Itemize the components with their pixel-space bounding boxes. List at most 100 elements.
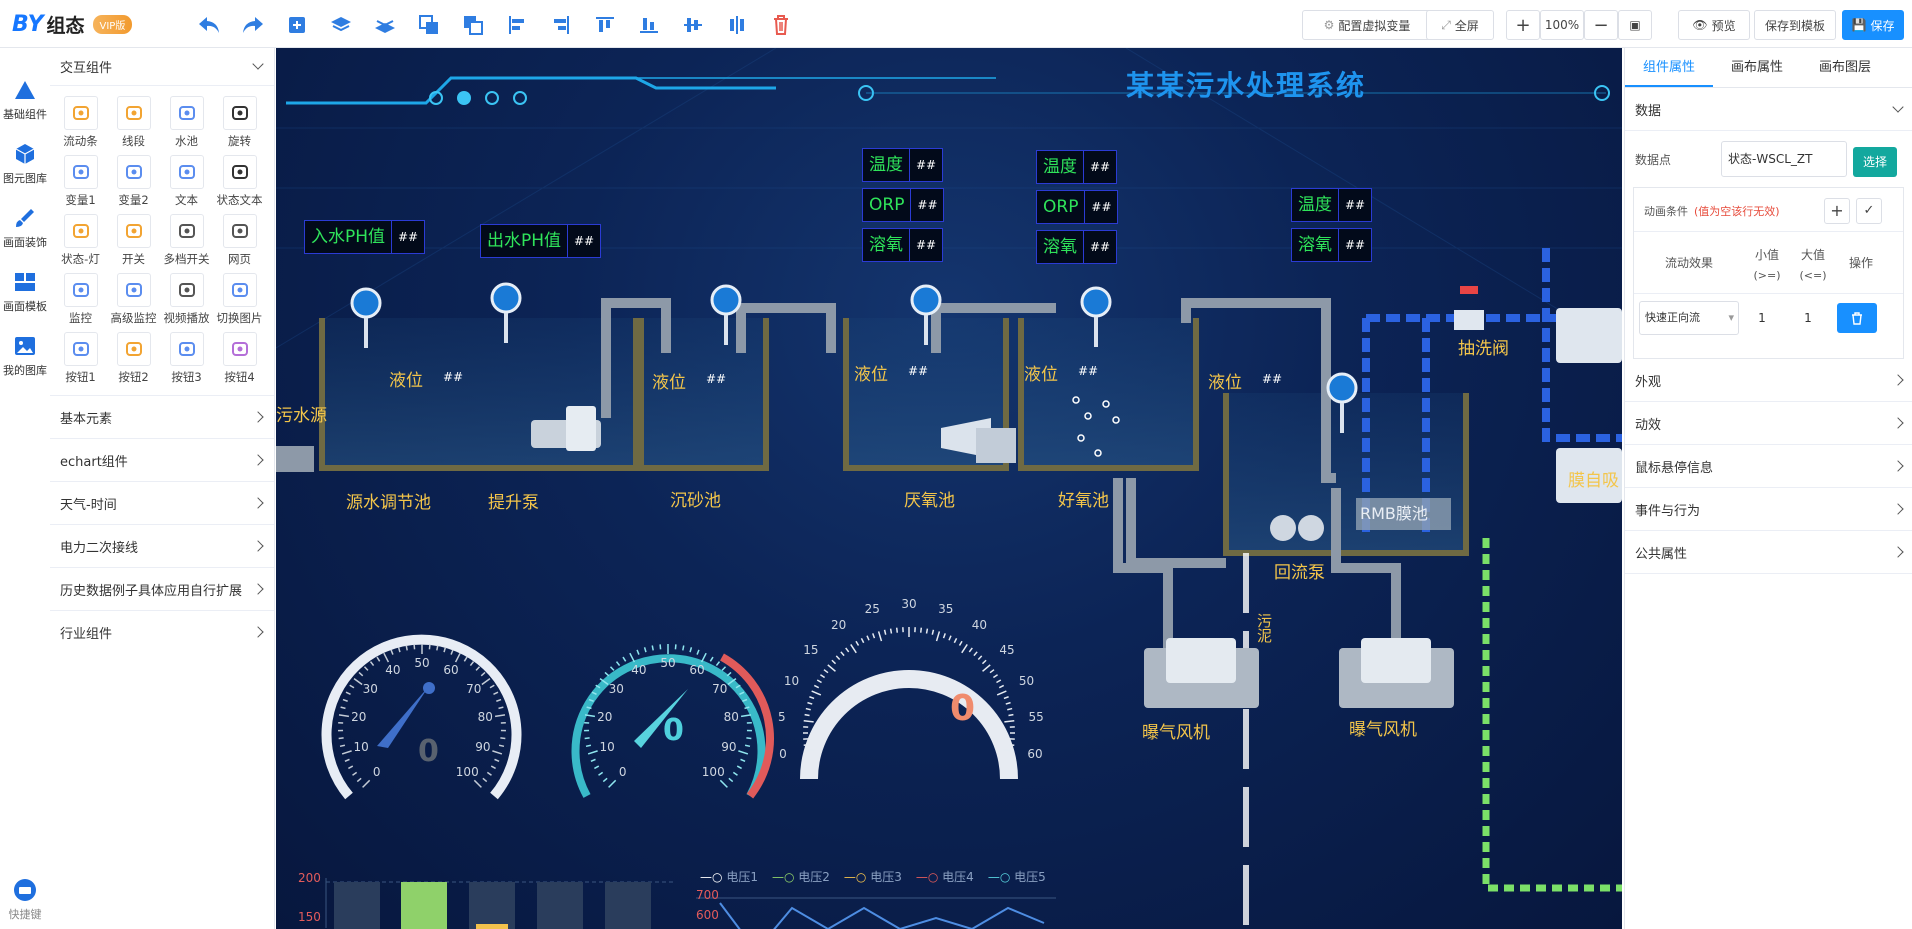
component-icon [169, 214, 204, 248]
component-item[interactable]: 切换图片 [213, 273, 266, 326]
legend-marker: —○ [843, 870, 867, 884]
component-item[interactable]: 状态文本 [213, 155, 266, 208]
bubbles [1072, 396, 1120, 457]
component-section[interactable]: echart组件 [50, 438, 274, 481]
undo-icon[interactable] [196, 12, 222, 38]
component-item[interactable]: 文本 [160, 155, 213, 208]
interactive-components-header[interactable]: 交互组件 [50, 48, 274, 86]
zoom-out-button[interactable]: − [1584, 10, 1618, 40]
align-left-icon[interactable] [504, 12, 530, 38]
component-section[interactable]: 行业组件 [50, 610, 274, 653]
component-item[interactable]: 按钮1 [54, 332, 107, 385]
sidenav-element-library[interactable]: 图元图库 [0, 142, 50, 202]
select-button[interactable]: 选择 [1853, 147, 1897, 177]
max-value-input[interactable]: 1 [1804, 311, 1812, 325]
gauge-tick [353, 678, 363, 686]
send-back-icon[interactable] [460, 12, 486, 38]
component-section[interactable]: 电力二次接线 [50, 524, 274, 567]
gauge-tick [586, 706, 592, 710]
min-value-input[interactable]: 1 [1758, 311, 1766, 325]
component-item[interactable]: 状态-灯 [54, 214, 107, 267]
delete-row-button[interactable] [1837, 303, 1877, 333]
config-virtual-var-button[interactable]: ⚙配置虚拟变量 [1302, 10, 1432, 40]
bring-front-icon[interactable] [416, 12, 442, 38]
preview-button[interactable]: 👁预览 [1678, 10, 1750, 40]
component-item[interactable]: 旋转 [213, 96, 266, 149]
property-section[interactable]: 公共属性 [1625, 531, 1912, 574]
sidenav-my-library[interactable]: 我的图库 [0, 334, 50, 394]
component-section[interactable]: 基本元素 [50, 395, 274, 438]
fit-screen-button[interactable]: ▣ [1618, 10, 1652, 40]
save-button[interactable]: 💾保存 [1842, 10, 1904, 40]
component-item[interactable]: 按钮2 [107, 332, 160, 385]
gauge-tick [338, 737, 344, 740]
align-vcenter-icon[interactable] [680, 12, 706, 38]
property-section[interactable]: 动效 [1625, 402, 1912, 445]
sidenav-templates[interactable]: 画面模板 [0, 270, 50, 330]
gauge-tick [352, 771, 358, 776]
component-item[interactable]: 线段 [107, 96, 160, 149]
property-section[interactable]: 鼠标悬停信息 [1625, 445, 1912, 488]
tab-component-props[interactable]: 组件属性 [1625, 48, 1713, 87]
gauge-tick-label: 90 [721, 739, 737, 754]
align-bottom-icon[interactable] [636, 12, 662, 38]
gauge-tick [1008, 713, 1014, 717]
layer-up-icon[interactable] [328, 12, 354, 38]
line-chart [696, 897, 1056, 929]
gauge-tick [935, 631, 941, 642]
component-icon [169, 332, 204, 366]
component-item[interactable]: 视频播放 [160, 273, 213, 326]
confirm-button[interactable]: ✓ [1856, 198, 1882, 224]
gauge-tick-label: 40 [385, 662, 401, 677]
tab-canvas-props[interactable]: 画布属性 [1730, 60, 1783, 75]
component-section[interactable]: 天气-时间 [50, 481, 274, 524]
sidenav-decoration[interactable]: 画面装饰 [0, 206, 50, 266]
datapoint-input[interactable]: 状态-WSCL_ZT [1721, 141, 1847, 177]
data-section-header[interactable]: 数据 [1625, 88, 1912, 131]
component-item[interactable]: 高级监控 [107, 273, 160, 326]
align-hcenter-icon[interactable] [724, 12, 750, 38]
gauge-tick [651, 645, 654, 651]
chevron-right-icon [1892, 417, 1904, 429]
gauge-tick [492, 750, 503, 755]
delete-icon[interactable] [768, 12, 794, 38]
sidenav-basic-components[interactable]: 基础组件 [0, 78, 50, 138]
legend-item: —○ 电压1 [700, 870, 758, 884]
align-top-icon[interactable] [592, 12, 618, 38]
blower-2 [1339, 638, 1454, 708]
design-canvas[interactable]: 某某污水处理系统 入水PH值##出水PH值##温度##ORP##溶氧##温度##… [276, 48, 1622, 929]
fullscreen-button[interactable]: ⤢全屏 [1426, 10, 1494, 40]
property-section[interactable]: 外观 [1625, 359, 1912, 402]
component-item[interactable]: 按钮3 [160, 332, 213, 385]
component-item[interactable]: 监控 [54, 273, 107, 326]
layer-down-icon[interactable] [372, 12, 398, 38]
gauge-tick-label: 0 [372, 765, 381, 780]
zoom-in-button[interactable]: + [1506, 10, 1540, 40]
component-item[interactable]: 多档开关 [160, 214, 213, 267]
component-item[interactable]: 变量1 [54, 155, 107, 208]
component-item[interactable]: 网页 [213, 214, 266, 267]
add-row-button[interactable]: + [1824, 198, 1850, 224]
property-section[interactable]: 事件与行为 [1625, 488, 1912, 531]
component-section[interactable]: 历史数据例子具体应用自行扩展 [50, 567, 274, 610]
component-item[interactable]: 变量2 [107, 155, 160, 208]
gauge-tick [989, 669, 995, 674]
tab-canvas-layers[interactable]: 画布图层 [1818, 60, 1871, 75]
shortcut-button[interactable]: 快捷键 [0, 878, 50, 928]
gauge-tick [811, 690, 822, 696]
gauge-1-value: 0 [418, 734, 439, 769]
align-right-icon[interactable] [548, 12, 574, 38]
component-item[interactable]: 按钮4 [213, 332, 266, 385]
component-item[interactable]: 流动条 [54, 96, 107, 149]
gauge-tick-label: 5 [778, 710, 786, 725]
flow-effect-select[interactable]: 快速正向流▾ [1639, 301, 1739, 335]
gauge-tick [953, 637, 958, 644]
component-item[interactable]: 开关 [107, 214, 160, 267]
component-item[interactable]: 水池 [160, 96, 213, 149]
save-template-button[interactable]: 保存到模板 [1754, 10, 1836, 40]
caret-down-icon: ▾ [1728, 302, 1734, 334]
redo-icon[interactable] [240, 12, 266, 38]
sensor-stems [364, 313, 1344, 433]
add-layer-icon[interactable] [284, 12, 310, 38]
gauge-tick [339, 744, 346, 748]
